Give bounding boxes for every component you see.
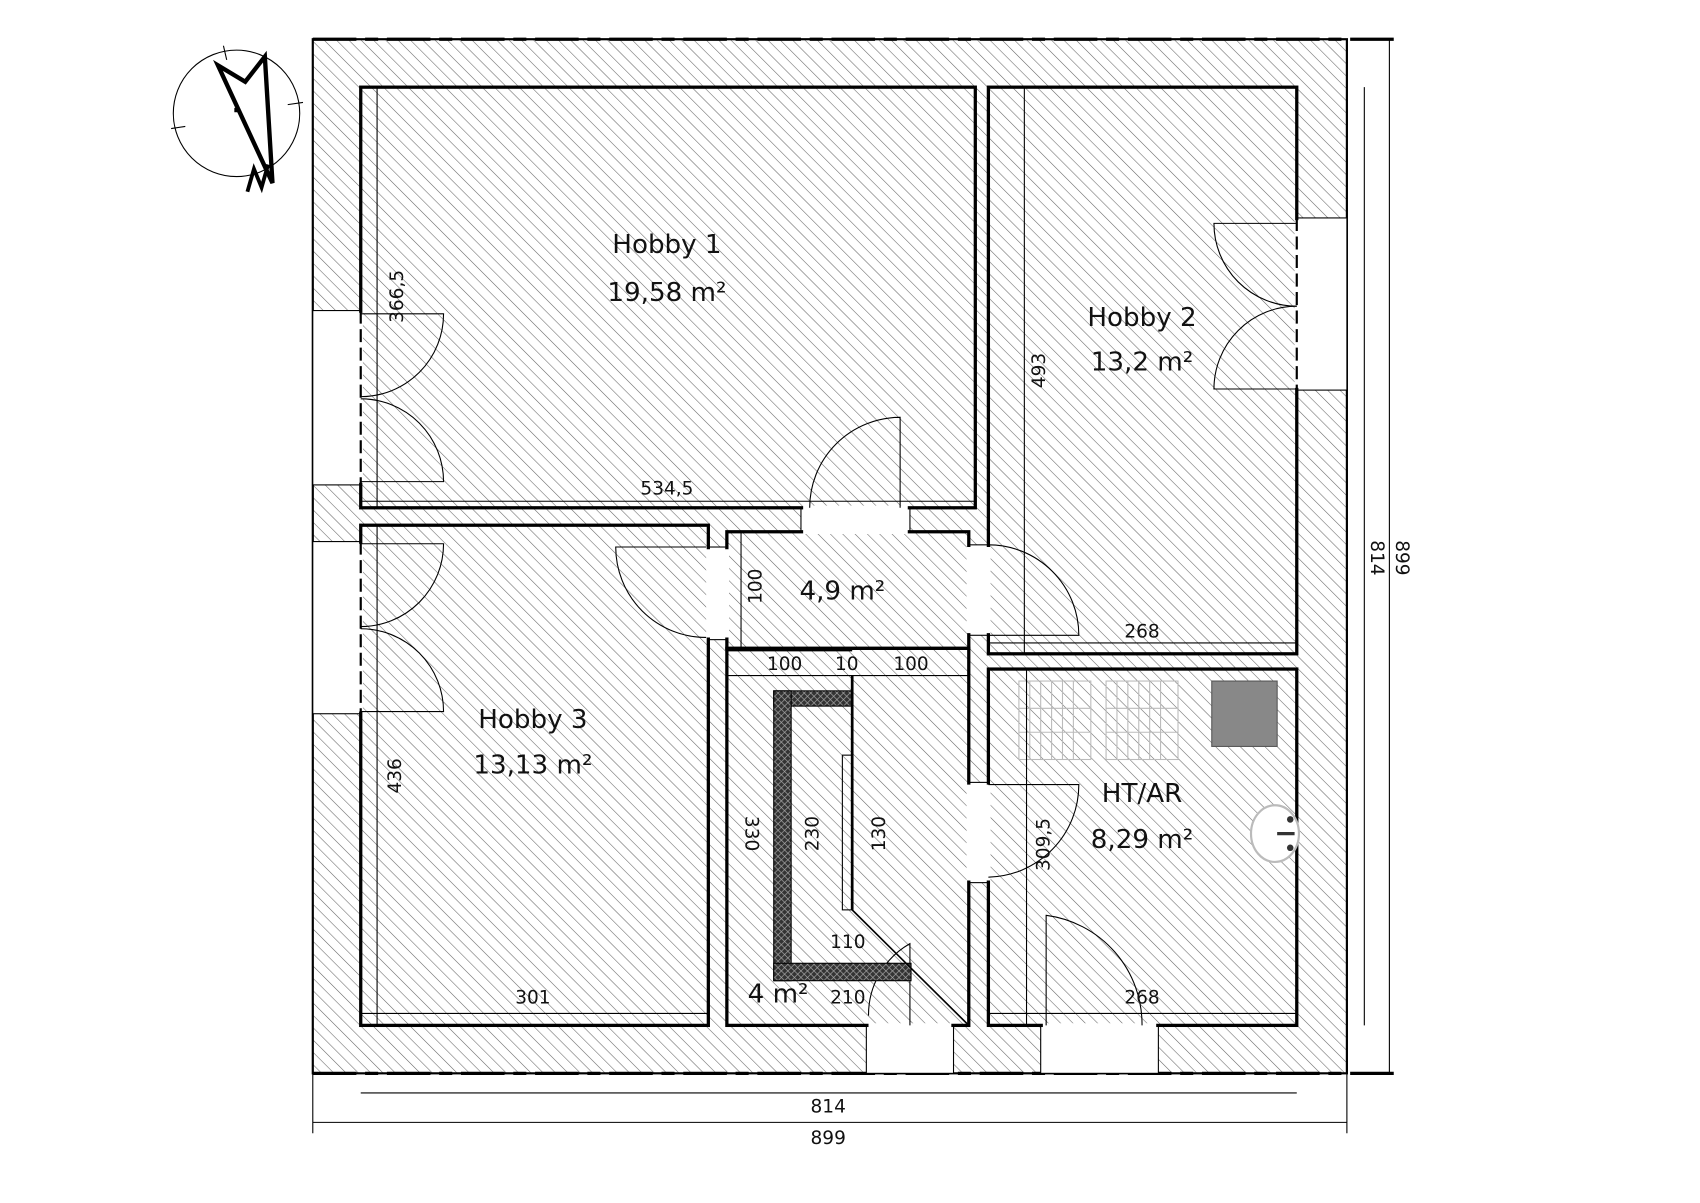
dim-stair-outer: 330 [740, 816, 761, 851]
exterior-wall [311, 38, 1348, 1075]
dim-inner-height: 814 [1366, 540, 1387, 575]
north-arrow-compass-icon [171, 45, 304, 194]
dim-outer-height: 899 [1391, 540, 1412, 575]
door-hobby2 [988, 544, 1080, 636]
door-hobby3 [615, 546, 707, 639]
room-hobby-3 [359, 523, 710, 1028]
door-hobby3-window-top [360, 543, 445, 628]
dim-hobby1-height: 366,5 [387, 270, 408, 323]
radiator-icon [1018, 680, 1179, 761]
door-hobby1 [809, 416, 901, 508]
room-label-hobby-1: Hobby 1 [612, 230, 721, 260]
door-hobby2-window-bottom [1213, 305, 1297, 390]
dim-stair-left: 100 [767, 654, 802, 675]
boiler-icon [1211, 680, 1278, 747]
room-area-hobby-3: 13,13 m² [473, 751, 592, 781]
door-ht-ar-side [988, 784, 1080, 878]
room-label-ht-ar: HT/AR [1102, 779, 1182, 809]
dim-outer-width: 899 [811, 1128, 846, 1149]
door-hobby1-window-bottom [360, 398, 445, 483]
dim-stair-mid: 10 [835, 654, 859, 675]
dim-stair-bottom: 210 [830, 988, 865, 1009]
sink-icon [1249, 804, 1301, 864]
door-hobby3-window-bottom [360, 628, 445, 713]
dim-stair-right: 100 [893, 654, 928, 675]
dim-hobby2-width: 268 [1124, 621, 1159, 642]
dim-hobby1-width: 534,5 [640, 479, 693, 500]
room-area-hobby-2: 13,2 m² [1091, 347, 1193, 377]
dim-ht-ar-height: 309,5 [1033, 818, 1054, 871]
dim-hobby3-width: 301 [515, 988, 550, 1009]
door-hobby1-window-top [360, 313, 445, 398]
dim-stair-rail: 130 [869, 816, 890, 851]
dim-ht-ar-width: 268 [1124, 988, 1159, 1009]
dim-inner-width: 814 [811, 1097, 846, 1118]
room-label-hobby-2: Hobby 2 [1087, 303, 1196, 333]
wall-openings [312, 217, 1348, 1074]
room-hobby-1 [359, 85, 977, 510]
room-area-hobby-1: 19,58 m² [607, 278, 726, 308]
staircase [726, 649, 970, 1026]
dim-hobby2-height: 493 [1029, 353, 1050, 388]
dim-stair-bottom-inner: 110 [830, 932, 865, 953]
room-area-hall: 4,9 m² [799, 576, 885, 606]
dim-hobby3-height: 436 [385, 758, 406, 793]
door-hobby2-window-top [1213, 222, 1297, 307]
room-area-ht-ar: 8,29 m² [1091, 825, 1193, 855]
dim-hall-height: 100 [746, 569, 767, 604]
dimension-lines [312, 39, 1390, 1134]
north-label-icon [245, 163, 270, 194]
room-label-hobby-3: Hobby 3 [478, 705, 587, 735]
room-area-stair: 4 m² [748, 980, 809, 1010]
dim-stair-inner: 230 [802, 816, 823, 851]
door-ht-ar-exterior [1045, 914, 1143, 1026]
